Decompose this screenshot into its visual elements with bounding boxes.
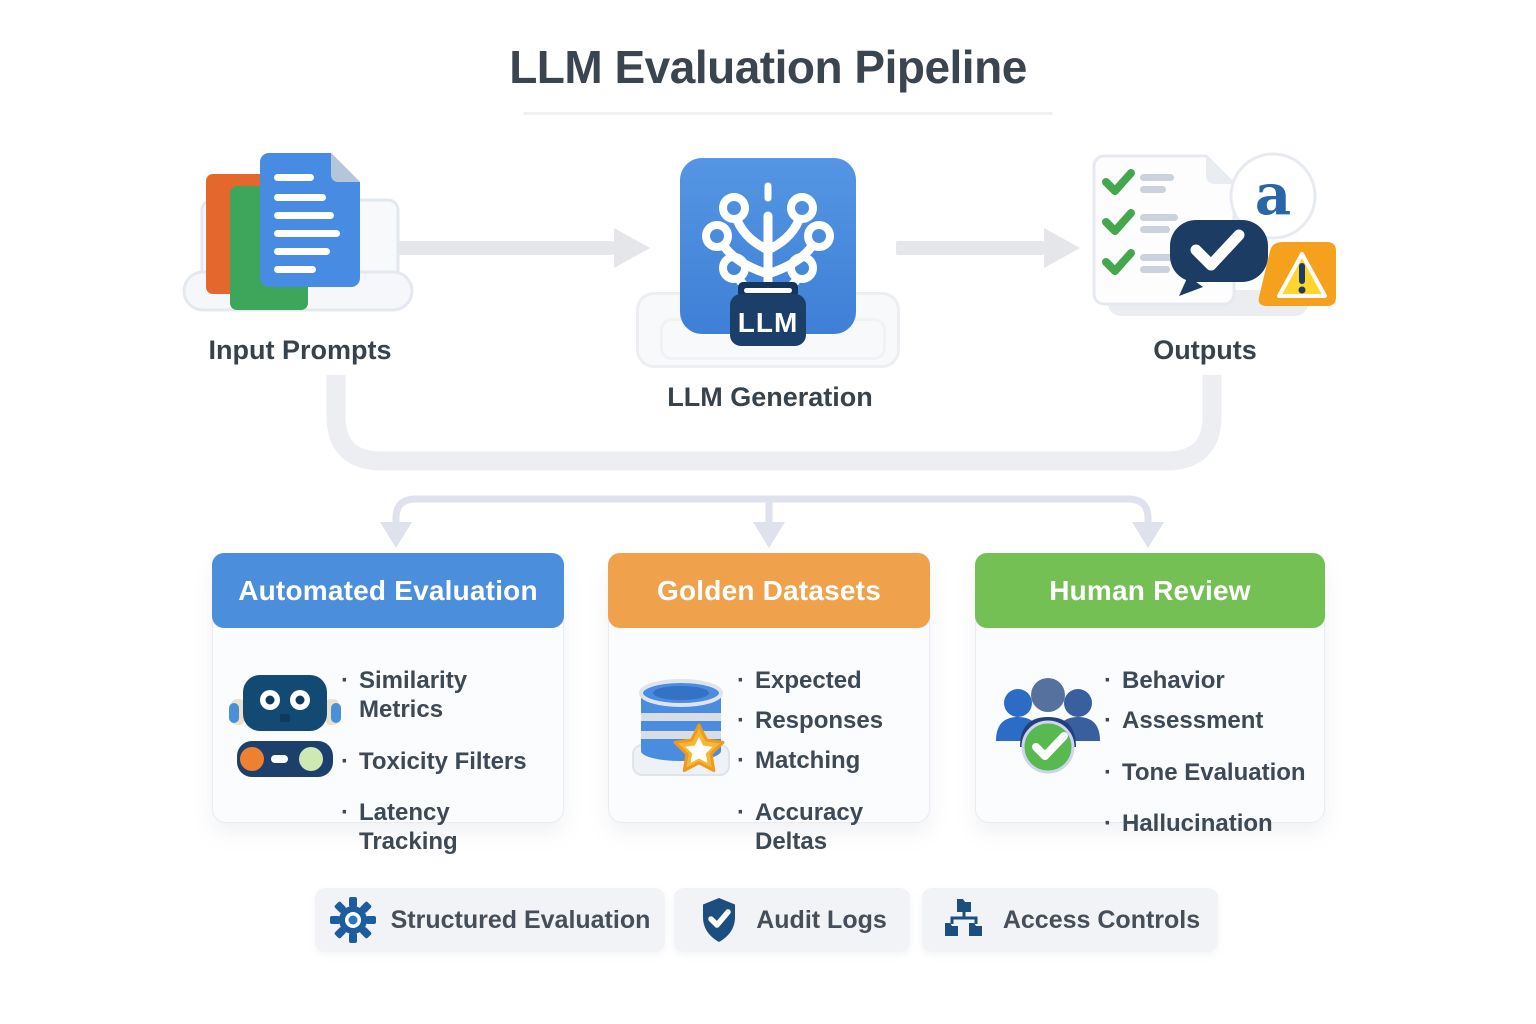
bullet-dot: ·	[1104, 758, 1112, 786]
card-header-golden-datasets: Golden Datasets	[608, 553, 930, 628]
card-human-review: Human Review · Behavior · Assessment	[975, 553, 1325, 837]
list-item: · Assessment	[1104, 707, 1310, 736]
bullet-dot: ·	[341, 667, 349, 694]
list-item: · Accuracy Deltas	[737, 799, 915, 857]
bullet-dot: ·	[341, 799, 349, 827]
bullet-dot: ·	[1104, 706, 1112, 734]
list-item-label: Toxicity Filters	[359, 747, 527, 775]
badge-label: Audit Logs	[756, 905, 887, 934]
badge-access-controls: Access Controls	[922, 888, 1218, 952]
branch-connector	[392, 495, 1152, 522]
robot-icon	[229, 675, 341, 777]
shield-check-icon	[703, 898, 736, 942]
badge-label: Structured Evaluation	[390, 905, 651, 934]
list-item-label: Assessment	[1122, 706, 1264, 734]
list-item: · Hallucination	[1104, 810, 1310, 839]
neural-tree-icon: LLM	[680, 158, 856, 346]
list-item-label: Similarity Metrics	[359, 667, 468, 723]
badge-audit-logs: Audit Logs	[674, 888, 910, 952]
card-golden-datasets: Golden Datasets · Expected · Responses	[608, 553, 930, 855]
badge-structured-evaluation: Structured Evaluation	[315, 888, 665, 952]
card-header-human-review: Human Review	[975, 553, 1325, 628]
card-header-automated-evaluation: Automated Evaluation	[212, 553, 564, 628]
arrow-llm-to-outputs	[896, 228, 1080, 268]
list-item: · Matching	[737, 747, 915, 776]
list-item-label: Responses	[755, 706, 884, 734]
gear-icon	[329, 897, 376, 943]
badge-label: Access Controls	[1002, 905, 1201, 934]
list-item-label: Matching	[755, 746, 861, 774]
bullet-dot: ·	[737, 799, 745, 827]
list-item-label: Expected	[755, 667, 862, 694]
list-item: · Behavior	[1104, 667, 1310, 696]
bullet-dot: ·	[737, 706, 745, 734]
stage-label-llm-generation: LLM Generation	[667, 382, 873, 412]
bullet-dot: ·	[1104, 667, 1112, 694]
list-item-label: Hallucination	[1122, 810, 1273, 838]
automated-evaluation-items: · Similarity Metrics · Toxicity Filters …	[341, 667, 549, 880]
people-check-icon	[996, 678, 1100, 774]
branch-arrowheads	[380, 522, 1164, 548]
title-divider	[523, 112, 1053, 115]
list-item: · Toxicity Filters	[341, 748, 549, 777]
llm-badge-text: LLM	[738, 307, 799, 338]
page-title: LLM Evaluation Pipeline	[509, 41, 1027, 93]
list-item: · Latency Tracking	[341, 799, 549, 857]
list-item-label: Accuracy Deltas	[755, 799, 864, 856]
bubble-letter-a: a	[1255, 162, 1291, 228]
list-item: · Tone Evaluation	[1104, 759, 1310, 788]
bullet-dot: ·	[737, 667, 745, 694]
list-item-label: Latency Tracking	[359, 799, 458, 856]
card-automated-evaluation: Automated Evaluation · Similarity Metric…	[212, 553, 564, 855]
golden-datasets-items: · Expected · Responses · Matching · Accu…	[737, 667, 915, 868]
list-item-label: Behavior	[1122, 667, 1225, 694]
arrow-input-to-llm	[396, 228, 650, 268]
stage-label-outputs: Outputs	[1153, 335, 1257, 365]
database-star-icon	[632, 679, 730, 776]
outputs-check-icon: a	[1092, 152, 1336, 316]
list-item: · Responses	[737, 707, 915, 736]
flowchart-icon	[944, 899, 982, 936]
list-item: · Expected	[737, 667, 915, 696]
documents-icon	[182, 153, 414, 312]
bullet-dot: ·	[737, 746, 745, 774]
list-item-label: Tone Evaluation	[1122, 758, 1306, 786]
list-item: · Similarity Metrics	[341, 667, 549, 725]
bullet-dot: ·	[1104, 810, 1112, 838]
stage-label-input-prompts: Input Prompts	[208, 335, 392, 365]
human-review-items: · Behavior · Assessment · Tone Evaluatio…	[1104, 667, 1310, 850]
bullet-dot: ·	[341, 747, 349, 775]
